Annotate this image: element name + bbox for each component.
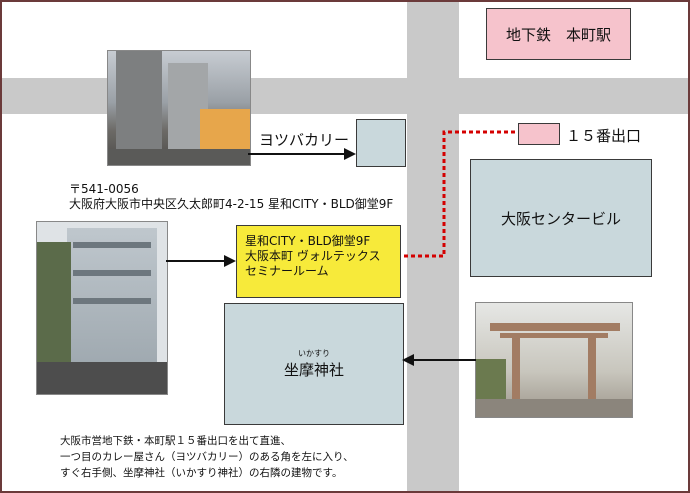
directions-line-1: 大阪市営地下鉄・本町駅１５番出口を出て直進、 [60, 435, 291, 447]
venue-line-3: セミナールーム [245, 264, 329, 278]
curry-arrow [248, 148, 356, 160]
directions-line-2: 一つ目のカレー屋さん（ヨツバカリー）のある角を左に入り、 [60, 451, 354, 463]
exit-marker [518, 123, 560, 145]
curry-shop-label: ヨツバカリー [259, 131, 350, 149]
curry-shop-building [356, 119, 406, 167]
station-label: 地下鉄 本町駅 [505, 25, 611, 44]
venue-box: 星和CITY・BLD御堂9F 大阪本町 ヴォルテックス セミナールーム [236, 225, 401, 298]
address-line: 大阪府大阪市中央区久太郎町4-2-15 星和CITY・BLD御堂9F [69, 197, 394, 211]
zama-shrine-block: いかすり 坐摩神社 [224, 303, 404, 425]
shrine-arrow [402, 354, 476, 366]
venue-building-photo [36, 221, 168, 395]
postal-code: 〒541-0056 [69, 182, 139, 196]
shrine-label: 坐摩神社 [283, 361, 344, 379]
venue-line-1: 星和CITY・BLD御堂9F [245, 234, 371, 248]
directions-line-3: すぐ右手側、坐摩神社（いかすり神社）の右隣の建物です。 [60, 467, 343, 479]
center-building-label: 大阪センタービル [500, 209, 621, 228]
vertical-road [407, 2, 459, 491]
shrine-ruby: いかすり [298, 349, 330, 358]
venue-line-2: 大阪本町 ヴォルテックス [245, 249, 381, 263]
osaka-center-building: 大阪センタービル [470, 159, 652, 277]
shrine-gate-photo [475, 302, 633, 418]
venue-arrow [166, 255, 236, 267]
station-box: 地下鉄 本町駅 [486, 8, 631, 60]
street-corner-photo [107, 50, 251, 166]
exit-label: １５番出口 [566, 127, 642, 145]
